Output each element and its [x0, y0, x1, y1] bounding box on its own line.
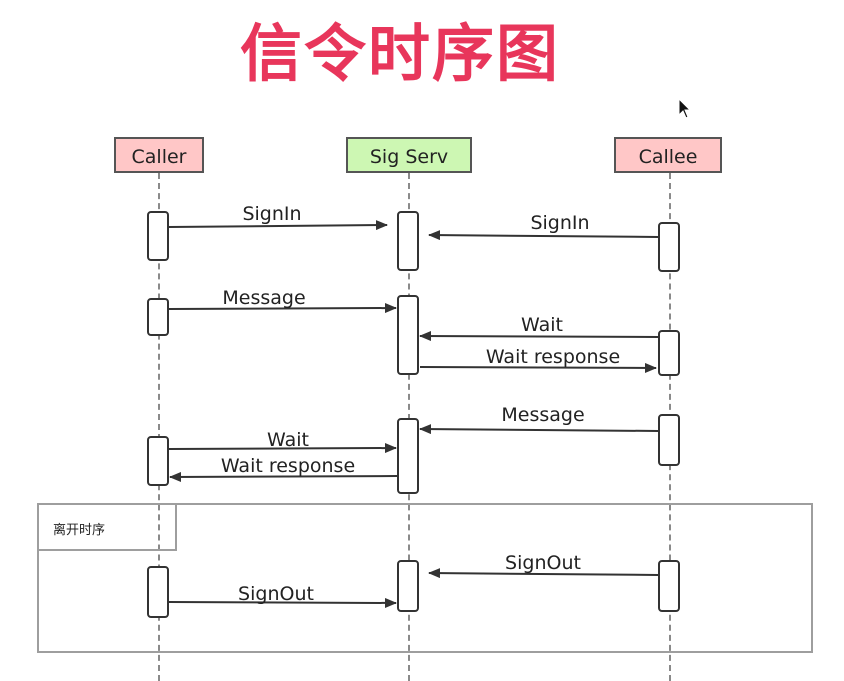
leave-sequence-fragment: 离开时序	[37, 503, 813, 653]
activation-caller-2	[147, 298, 169, 336]
message-label: SignIn	[242, 203, 302, 225]
activation-sig-serv-4	[397, 560, 419, 612]
arrow-wait-response-caller	[169, 471, 398, 482]
lifeline-caller	[158, 173, 160, 681]
activation-caller-4	[147, 566, 169, 618]
message-label: SignOut	[505, 552, 581, 574]
message-label: SignOut	[238, 583, 314, 605]
arrow-callee-wait	[419, 331, 659, 342]
arrow-caller-signin	[168, 220, 388, 231]
mouse-pointer-icon	[678, 98, 692, 119]
activation-caller-3	[147, 436, 169, 486]
arrow-caller-wait	[168, 443, 397, 454]
activation-callee-2	[658, 330, 680, 376]
page-title: 信令时序图	[240, 17, 561, 90]
arrow-caller-signout	[168, 597, 397, 608]
activation-sig-serv-2	[397, 295, 419, 375]
fragment-label-box: 离开时序	[39, 505, 177, 551]
message-label: Message	[501, 404, 585, 426]
activation-callee-1	[658, 222, 680, 272]
message-label: Wait	[521, 314, 563, 336]
arrow-callee-signout	[428, 568, 659, 579]
message-label: Wait response	[220, 455, 356, 477]
participant-sig-serv: Sig Serv	[346, 137, 472, 173]
message-label: Wait response	[485, 346, 621, 368]
arrow-callee-signin	[428, 230, 659, 241]
message-label: Wait	[267, 429, 309, 451]
message-label: Message	[222, 287, 306, 309]
fragment-label: 离开时序	[53, 523, 106, 538]
activation-callee-3	[658, 414, 680, 466]
participant-callee: Callee	[614, 137, 722, 173]
activation-caller-1	[147, 211, 169, 261]
activation-sig-serv-1	[397, 211, 419, 271]
activation-callee-4	[658, 560, 680, 612]
activation-sig-serv-3	[397, 418, 419, 494]
arrow-wait-response-callee	[419, 362, 657, 373]
participant-caller: Caller	[114, 137, 204, 173]
arrow-callee-message	[419, 424, 659, 435]
message-label: SignIn	[530, 212, 590, 234]
arrow-caller-message	[168, 303, 397, 314]
